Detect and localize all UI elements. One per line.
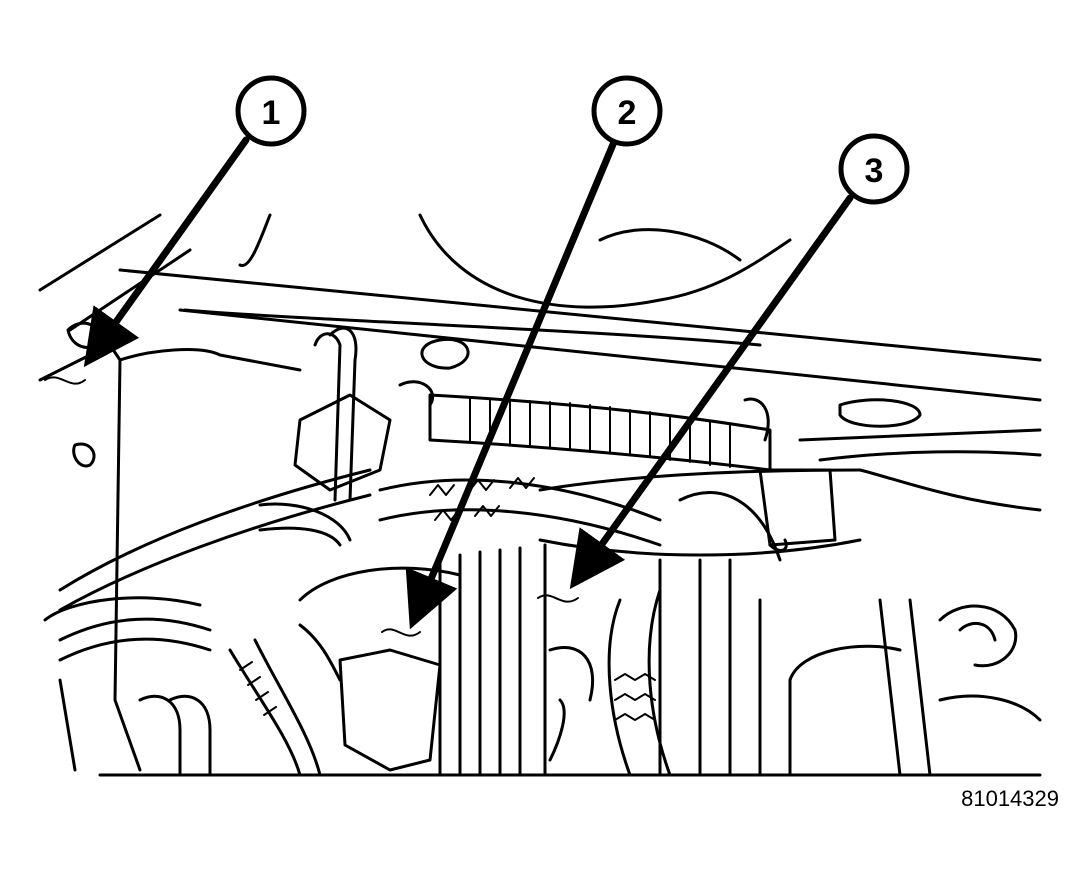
callout-3-target-mark bbox=[537, 594, 579, 603]
lower-hoses bbox=[58, 588, 672, 777]
sensor-connector bbox=[678, 468, 837, 562]
callout-2-target-mark bbox=[381, 628, 421, 637]
callout-1-leader-arrow bbox=[83, 136, 250, 368]
radiator-core bbox=[438, 543, 762, 777]
callout-1-label: 1 bbox=[262, 94, 281, 132]
callout-2-label: 2 bbox=[618, 94, 637, 132]
cowl-panel bbox=[38, 213, 1042, 462]
callout-3: 3 bbox=[838, 133, 910, 205]
corrugated-hose bbox=[398, 380, 772, 472]
callout-2-leader-arrow bbox=[405, 138, 618, 630]
callout-3-leader-arrow bbox=[569, 194, 854, 590]
callout-2: 2 bbox=[591, 75, 663, 147]
callout-3-label: 3 bbox=[865, 152, 884, 190]
callout-1: 1 bbox=[235, 75, 307, 147]
callout-1-target-mark bbox=[44, 376, 86, 385]
right-reservoir bbox=[788, 468, 1042, 777]
lower-bracket bbox=[298, 566, 462, 772]
figure-reference-number: 81014329 bbox=[961, 786, 1059, 811]
harness-connector bbox=[58, 326, 392, 612]
